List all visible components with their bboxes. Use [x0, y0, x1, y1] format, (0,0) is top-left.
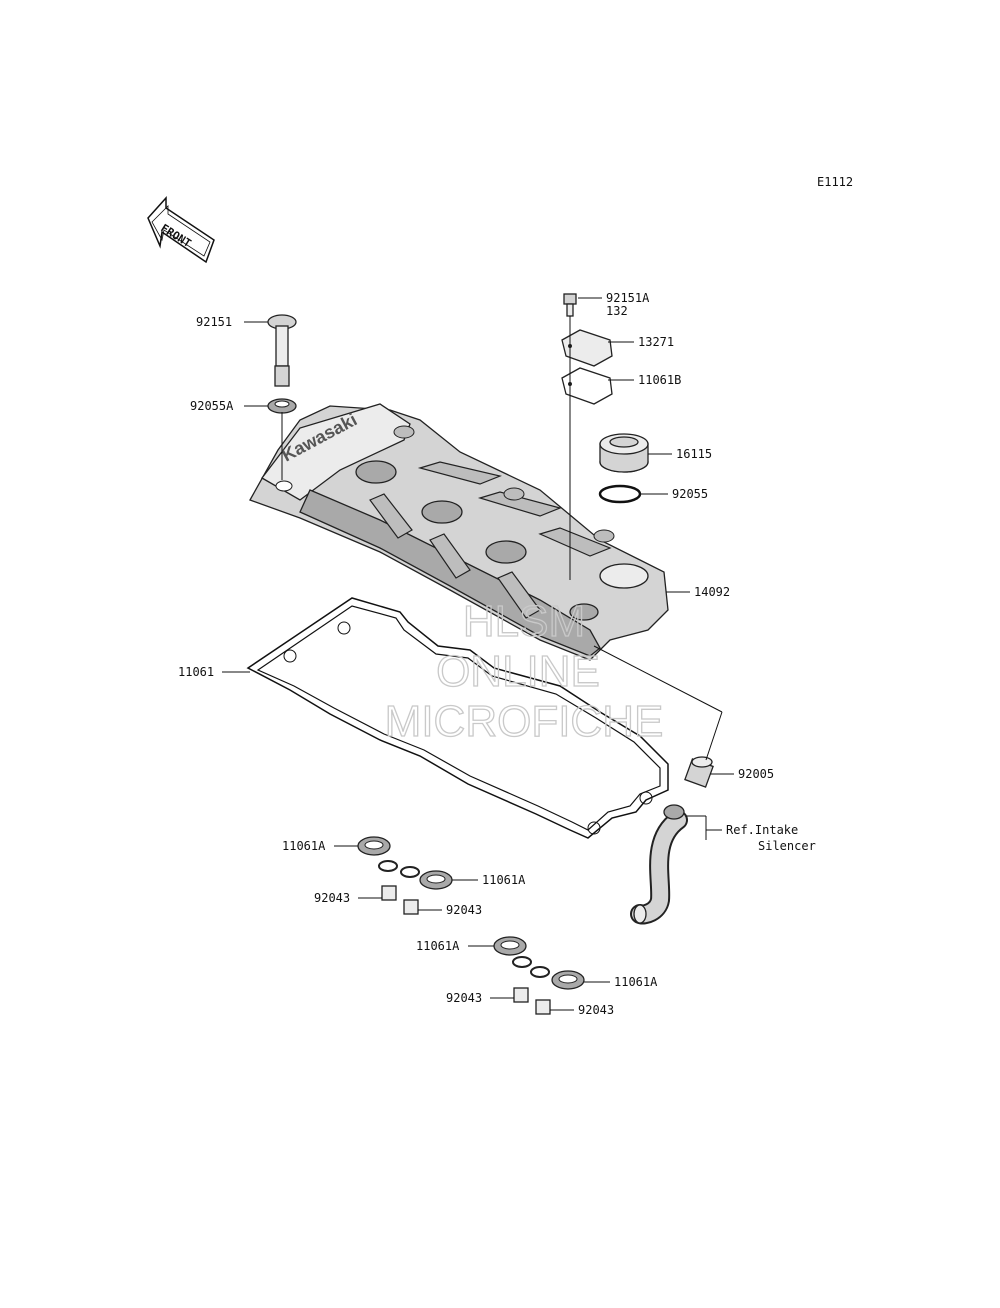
seal-group-2	[493, 936, 585, 1015]
callout-11061: 11061	[178, 665, 214, 679]
callout-13271: 13271	[638, 335, 674, 349]
callout-92043-3: 92043	[446, 991, 482, 1005]
front-arrow-icon: FRONT	[147, 196, 215, 264]
callout-132: 132	[606, 304, 628, 318]
o-ring-92055	[598, 484, 642, 504]
leader-lines	[222, 297, 734, 1011]
head-cover-gasket	[246, 597, 669, 839]
callout-11061a-2: 11061A	[482, 873, 526, 887]
callout-16115: 16115	[676, 447, 712, 461]
head-cover: Kawasaki	[249, 403, 669, 661]
plate-13271	[561, 329, 613, 367]
seal-group-1	[357, 836, 453, 915]
callout-14092: 14092	[694, 585, 730, 599]
bolt-92151a	[563, 293, 577, 317]
callout-92043-2: 92043	[446, 903, 482, 917]
watermark-line-2: ONLINE	[436, 647, 600, 696]
fitting-92005	[684, 756, 714, 788]
diagram-code: E1112	[817, 175, 853, 189]
bolt-92151	[267, 314, 297, 387]
breather-hose	[630, 804, 688, 925]
callout-ref-intake: Ref.Intake	[726, 823, 798, 837]
watermark-line-3: MICROFICHE	[385, 697, 664, 746]
callout-11061a-1: 11061A	[282, 839, 326, 853]
callout-92151a: 92151A	[606, 291, 650, 305]
oil-filler-cap-16115	[599, 433, 649, 473]
callout-92043-1: 92043	[314, 891, 350, 905]
callout-11061a-3: 11061A	[416, 939, 460, 953]
callout-11061a-4: 11061A	[614, 975, 658, 989]
callout-92055a: 92055A	[190, 399, 234, 413]
gasket-11061b	[561, 367, 613, 405]
callout-92043-4: 92043	[578, 1003, 614, 1017]
watermark-line-1: HLSM	[463, 597, 585, 646]
callout-92055: 92055	[672, 487, 708, 501]
grommet-92055a	[267, 398, 297, 414]
callout-11061b: 11061B	[638, 373, 681, 387]
callout-92005: 92005	[738, 767, 774, 781]
callout-ref-silencer: Silencer	[758, 839, 816, 853]
callout-92151: 92151	[196, 315, 232, 329]
